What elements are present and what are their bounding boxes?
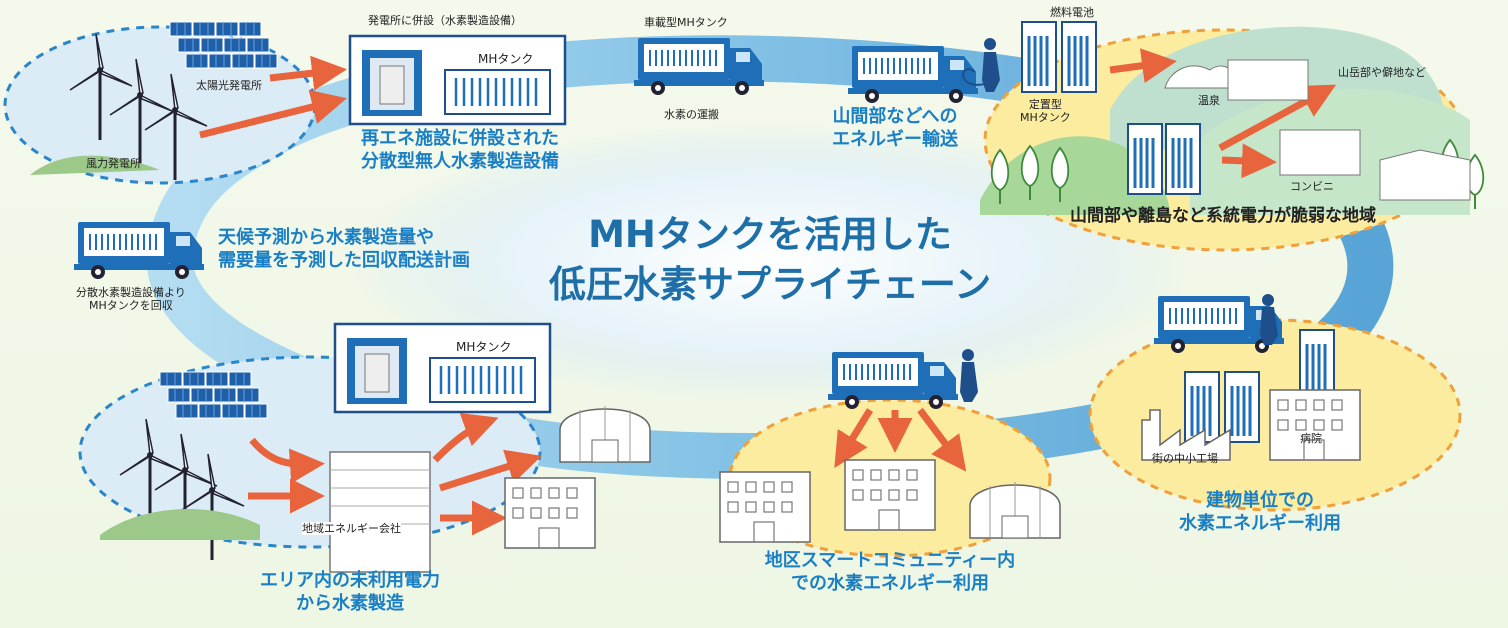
hydrogen-transport-label: 水素の運搬 [664,108,719,121]
hospital-icon [1269,389,1361,461]
collect-caption: 分散水素製造設備より MHタンクを回収 [76,286,186,313]
factory-icon [1141,409,1231,461]
fuel-cell-icon [1020,20,1058,94]
building-caption: 建物単位での 水素エネルギー利用 [1179,490,1341,534]
colocated-caption: 再エネ施設に併設された 分散型無人水素製造設備 [361,128,559,172]
area-caption: エリア内の未利用電力 から水素製造 [260,570,440,614]
hospital-label: 病院 [1300,432,1322,445]
mh-tank-label-2: MHタンク [456,340,512,354]
vehicle-tank-label: 車載型MHタンク [644,16,728,29]
konbini-label: コンビニ [1290,180,1334,193]
weak-grid-label: 山間部や離島など系統電力が脆弱な地域 [1070,206,1376,226]
regional-energy-label: 地域エネルギー会社 [302,522,401,536]
stationary-tank-label: 定置型 MHタンク [1020,98,1071,125]
solar-panel-icon [169,21,278,69]
colocated-header: 発電所に併設（水素製造設備） [368,14,522,27]
wind-farm-label: 風力発電所 [86,157,141,170]
mountain-caption: 山間部などへの エネルギー輸送 [832,106,958,150]
remote-areas-label: 山岳部や僻地など [1338,66,1426,79]
onsen-label: 温泉 [1198,94,1220,107]
smart-community-caption: 地区スマートコミュニティー内 での水素エネルギー利用 [764,550,1016,594]
diagram-title: MHタンクを活用した 低圧水素サプライチェーン [548,213,992,306]
factory-label: 街の中小工場 [1152,452,1218,465]
worker-icon [982,38,1000,92]
forecast-caption: 天候予測から水素製造量や 需要量を予測した回収配送計画 [218,227,470,272]
solar-plant-label: 太陽光発電所 [196,79,262,92]
fuel-cell-label: 燃料電池 [1050,6,1094,19]
mh-tank-label: MHタンク [478,52,534,66]
